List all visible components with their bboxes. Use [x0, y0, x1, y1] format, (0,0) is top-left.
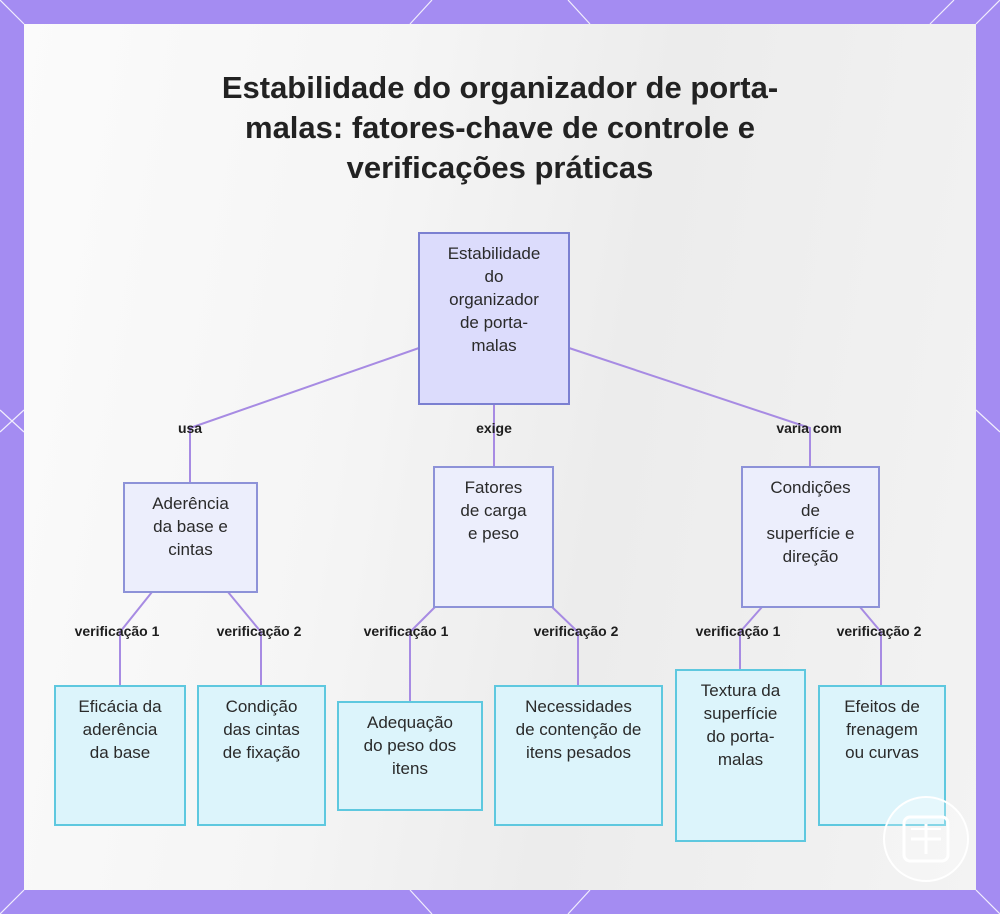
diagram-title: Estabilidade do organizador de porta-mal… — [221, 70, 779, 185]
leaf-node-3: Adequação do peso dos itens — [337, 701, 483, 811]
leaf-node-1-label: Eficácia da aderência da base — [78, 697, 162, 762]
leaf-node-6-label: Efeitos de frenagem ou curvas — [844, 697, 920, 762]
branch-node-1-label: Aderência da base e cintas — [152, 494, 229, 559]
edge-label-b2-leaf-2: verificação 2 — [533, 623, 619, 639]
edge-label-b2-leaf-1: verificação 1 — [363, 623, 449, 639]
leaf-node-4: Necessidades de contenção de itens pesad… — [494, 685, 663, 826]
branch-node-3: Condições de superfície e direção — [741, 466, 880, 608]
connector-root-branch-1 — [189, 347, 420, 483]
edge-label-branch-3: varia com — [776, 420, 842, 436]
edge-label-branch-2: exige — [476, 420, 512, 436]
edge-label-b1-leaf-2: verificação 2 — [216, 623, 302, 639]
branch-node-1: Aderência da base e cintas — [123, 482, 258, 593]
connector-branch-2-leaf-1 — [409, 606, 436, 703]
branch-node-3-label: Condições de superfície e direção — [766, 478, 855, 566]
branch-node-2: Fatores de carga e peso — [433, 466, 554, 608]
leaf-node-5: Textura da superfície do porta-malas — [675, 669, 806, 842]
connector-branch-2-leaf-2 — [551, 606, 579, 687]
connector-branch-3-leaf-1 — [739, 606, 763, 671]
leaf-node-4-label: Necessidades de contenção de itens pesad… — [515, 697, 642, 762]
edge-label-b1-leaf-1: verificação 1 — [74, 623, 160, 639]
leaf-node-2: Condição das cintas de fixação — [197, 685, 326, 826]
leaf-node-6: Efeitos de frenagem ou curvas — [818, 685, 946, 826]
edge-label-b3-leaf-1: verificação 1 — [695, 623, 781, 639]
connector-branch-1-leaf-2 — [227, 591, 262, 687]
grid-logo-icon — [883, 796, 969, 882]
edge-label-branch-1: usa — [177, 420, 203, 436]
branch-node-2-label: Fatores de carga e peso — [460, 478, 527, 543]
connector-branch-1-leaf-1 — [119, 591, 153, 687]
root-node: Estabilidade do organizador de porta-mal… — [418, 232, 570, 405]
root-node-label: Estabilidade do organizador de porta-mal… — [447, 244, 541, 355]
leaf-node-3-label: Adequação do peso dos itens — [363, 713, 457, 778]
connector-branch-3-leaf-2 — [859, 606, 882, 687]
leaf-node-5-label: Textura da superfície do porta-malas — [700, 681, 781, 769]
connector-root-branch-3 — [568, 347, 811, 467]
leaf-node-1: Eficácia da aderência da base — [54, 685, 186, 826]
leaf-node-2-label: Condição das cintas de fixação — [222, 697, 301, 762]
edge-label-b3-leaf-2: verificação 2 — [836, 623, 922, 639]
